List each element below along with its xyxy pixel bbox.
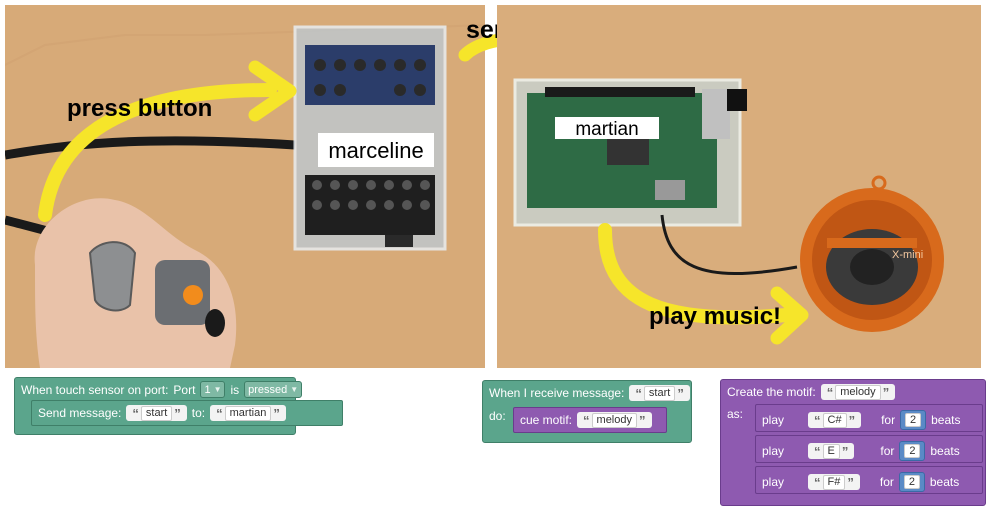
beats-label: beats	[930, 444, 960, 458]
to-label: to:	[191, 406, 206, 420]
for-label: for	[879, 475, 894, 489]
touch-header-label: When touch sensor on port:	[21, 382, 169, 397]
play-music-caption: play music!	[649, 303, 782, 330]
beats-number-input[interactable]: 2	[898, 472, 925, 492]
cue-motif-block[interactable]: cue motif: “melody”	[513, 407, 667, 433]
for-label: for	[881, 413, 896, 427]
is-label: is	[230, 382, 240, 397]
receive-message-input[interactable]: “start”	[629, 385, 690, 401]
beats-number-input[interactable]: 2	[900, 410, 927, 430]
send-message-label: Send message:	[38, 406, 122, 420]
photo-touch-sensor-board: marceline press button	[5, 5, 485, 368]
beats-label: beats	[929, 475, 960, 489]
play-label: play	[762, 444, 785, 458]
play-label: play	[762, 413, 785, 427]
cue-motif-label: cue motif:	[520, 413, 573, 427]
create-motif-block[interactable]: Create the motif: “melody” as: play “C#”…	[720, 379, 986, 506]
port-dropdown[interactable]: 1▼	[200, 381, 226, 398]
play-note-block[interactable]: play “C#” for 2 beats	[755, 404, 983, 432]
play-note-block[interactable]: play “E” for 2 beats	[755, 435, 983, 463]
note-input[interactable]: “E”	[808, 443, 855, 459]
receive-header-label: When I receive message:	[489, 386, 625, 400]
port-label: Port	[173, 382, 196, 397]
beats-label: beats	[931, 413, 961, 427]
speaker-brand: X-mini	[892, 249, 923, 261]
receive-message-event-block[interactable]: When I receive message: “start” do: cue …	[482, 380, 692, 443]
raspberry-pi-box	[513, 78, 747, 227]
motif-name-input[interactable]: “melody”	[577, 412, 652, 428]
do-label: do:	[489, 409, 506, 423]
marceline-label: marceline	[328, 138, 423, 163]
speaker: X-mini	[800, 175, 944, 332]
message-string-input[interactable]: “start”	[126, 405, 187, 421]
photo-raspberry-pi-speaker: martian X-mini play music!	[497, 5, 981, 368]
play-note-block[interactable]: play “F#” for 2 beats	[755, 466, 983, 494]
hand-pressing-button	[34, 198, 237, 368]
note-input[interactable]: “F#”	[808, 474, 860, 490]
dropdown-arrow-icon: ▼	[290, 385, 299, 394]
dropdown-arrow-icon: ▼	[213, 385, 222, 394]
note-input[interactable]: “C#”	[808, 412, 862, 428]
state-dropdown[interactable]: pressed▼	[244, 381, 303, 398]
for-label: for	[880, 444, 895, 458]
martian-label: martian	[575, 119, 638, 140]
press-button-caption: press button	[67, 95, 213, 122]
create-motif-label: Create the motif:	[727, 385, 816, 399]
beats-number-input[interactable]: 2	[899, 441, 926, 461]
as-label: as:	[727, 407, 744, 421]
motif-name-input[interactable]: “melody”	[820, 384, 896, 400]
touch-sensor-event-block[interactable]: When touch sensor on port: Port 1▼ is pr…	[14, 377, 343, 435]
send-message-block[interactable]: Send message: “start” to: “martian”	[31, 400, 343, 426]
target-string-input[interactable]: “martian”	[210, 405, 286, 421]
play-label: play	[762, 475, 785, 489]
